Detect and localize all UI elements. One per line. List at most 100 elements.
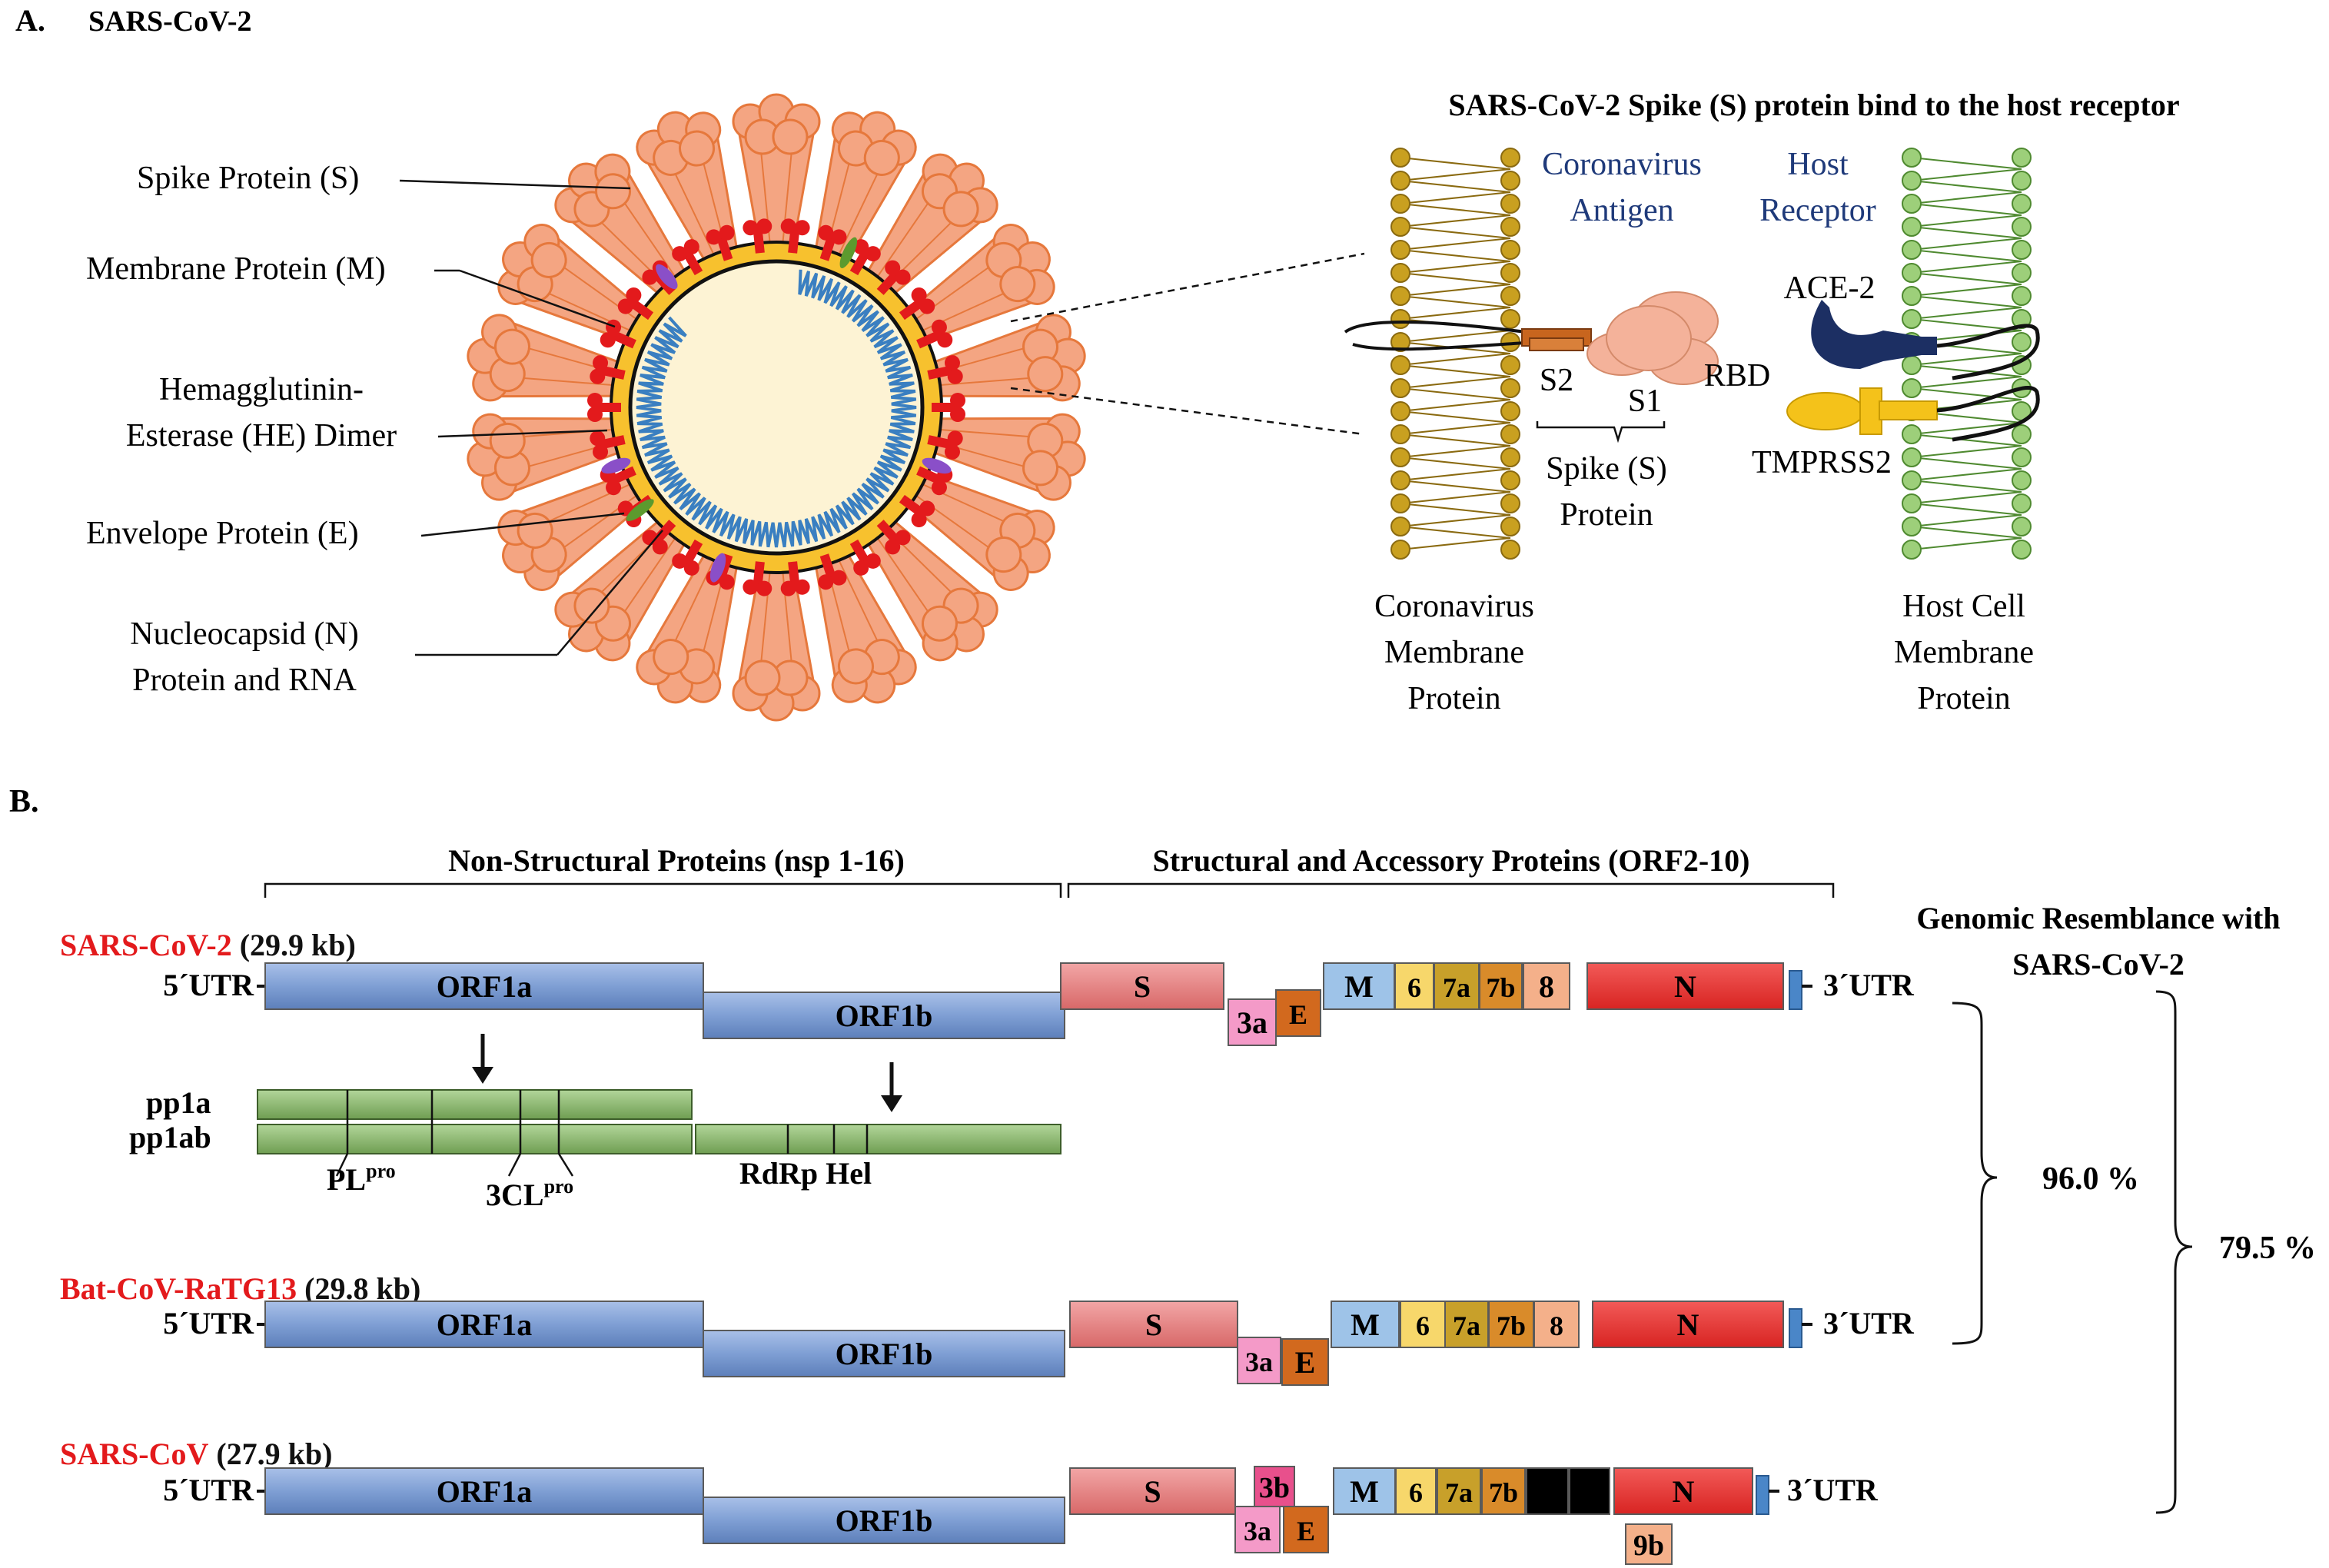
polyproteins xyxy=(257,1034,1062,1177)
structural-header: Structural and Accessory Proteins (ORF2-… xyxy=(1153,843,1750,878)
spike-protein-line2: Protein xyxy=(1560,497,1653,533)
membrane-protein xyxy=(743,561,772,596)
sarscov-orf1b xyxy=(703,1497,1065,1544)
membrane-protein xyxy=(876,520,911,555)
panel-a-label: A. xyxy=(15,3,45,38)
ratg13-gene-8-label: 8 xyxy=(1550,1311,1563,1341)
he-dimer xyxy=(601,457,631,474)
membrane-protein xyxy=(876,260,911,295)
spike-protein xyxy=(732,93,821,247)
membrane-protein xyxy=(587,393,621,422)
tmprss2-label: TMPRSS2 xyxy=(1752,445,1892,480)
zoom-lines xyxy=(1010,252,1365,436)
cv-membrane-line3: Protein xyxy=(1407,681,1500,716)
membrane-protein xyxy=(600,319,636,349)
spike-protein xyxy=(732,567,821,722)
antigen-line1: Coronavirus xyxy=(1542,147,1702,182)
ratg13-gene-S xyxy=(1069,1301,1238,1348)
tmprss2-head xyxy=(1786,392,1865,430)
membrane-protein xyxy=(590,430,626,460)
ratg13-gene-3a xyxy=(1237,1337,1281,1384)
membrane-protein xyxy=(818,553,847,590)
pp1ab-label: pp1ab xyxy=(129,1120,211,1154)
spike-brace xyxy=(1536,421,1666,443)
viral-rna xyxy=(636,269,917,548)
genome-name-ratg13: Bat-CoV-RaTG13(29.8 kb) xyxy=(60,1271,420,1306)
resemblance-line2: SARS-CoV-2 xyxy=(2012,947,2184,982)
label-spike-protein: Spike Protein (S) xyxy=(137,161,359,196)
binding-title: SARS-CoV-2 Spike (S) protein bind to the… xyxy=(1448,88,2179,122)
sarscov2-end-box xyxy=(1789,970,1802,1010)
envelope-protein xyxy=(839,237,858,268)
genome-name-sarscov: SARS-CoV(27.9 kb) xyxy=(60,1437,333,1471)
ratg13-5utr: 5´UTR xyxy=(163,1306,254,1340)
sarscov-gene-N-label: N xyxy=(1673,1474,1695,1509)
ratg13-gene-3a-label: 3a xyxy=(1245,1347,1273,1377)
sarscov2-gene-7b-label: 7b xyxy=(1486,972,1515,1003)
membrane-protein xyxy=(743,218,772,254)
sarscov-3utr: 3´UTR xyxy=(1787,1473,1879,1507)
cv-membrane-line1: Coronavirus xyxy=(1374,589,1534,624)
label-envelope-protein: Envelope Protein (E) xyxy=(86,516,359,551)
sarscov-5utr: 5´UTR xyxy=(163,1473,254,1507)
ratg13-gene-M-label: M xyxy=(1351,1307,1380,1342)
tmprss2-neck xyxy=(1859,387,1882,435)
sarscov2-3utr: 3´UTR xyxy=(1823,968,1915,1002)
spike-protein-line1: Spike (S) xyxy=(1546,451,1667,487)
resemblance-line1: Genomic Resemblance with xyxy=(1916,901,2280,935)
sarscov2-gene-N-label: N xyxy=(1674,969,1696,1004)
sarscov-gene-3a xyxy=(1234,1506,1281,1553)
sarscov2-orf1a-label: ORF1a xyxy=(437,969,532,1004)
sarscov-gene-6-label: 6 xyxy=(1409,1477,1423,1508)
sarscov2-gene-N xyxy=(1586,962,1784,1010)
ratg13-gene-E-label: E xyxy=(1295,1345,1316,1380)
rdrp-hel-label: RdRp Hel xyxy=(739,1156,872,1191)
sarscov2-gene-M-label: M xyxy=(1344,969,1374,1004)
sarscov2-gene-6 xyxy=(1394,962,1434,1010)
ratg13-gene-S-label: S xyxy=(1145,1307,1162,1342)
pct-sarscov: 79.5 % xyxy=(2219,1231,2316,1266)
nsp-header: Non-Structural Proteins (nsp 1-16) xyxy=(448,843,905,878)
ratg13-gene-M xyxy=(1331,1301,1400,1348)
sarscov-orf1a xyxy=(264,1467,704,1515)
pp1a-bar xyxy=(257,1089,693,1120)
panel-b-label: B. xyxy=(9,784,39,819)
ace2-receptor xyxy=(1811,300,1922,369)
rbd-label: RBD xyxy=(1704,358,1770,394)
he-dimer xyxy=(656,264,678,290)
ratg13-gene-8 xyxy=(1533,1301,1580,1348)
ace2-stem xyxy=(1906,337,1937,355)
ratg13-gene-N xyxy=(1592,1301,1784,1348)
membrane-protein xyxy=(916,319,953,349)
sarscov-gene-N xyxy=(1613,1467,1753,1515)
panel-a-title: SARS-CoV-2 xyxy=(88,5,252,38)
spike-protein xyxy=(814,111,917,264)
spike-protein xyxy=(905,472,1055,591)
pp1ab-bar-right xyxy=(695,1124,1062,1154)
sarscov-gene-S xyxy=(1069,1467,1236,1515)
ratg13-orf1b-label: ORF1b xyxy=(836,1337,933,1371)
ratg13-orf1a-label: ORF1a xyxy=(437,1307,532,1342)
sarscov2-gene-S-label: S xyxy=(1134,969,1151,1004)
membrane-protein xyxy=(927,355,963,384)
membrane-protein xyxy=(849,539,881,576)
receptor-line2: Receptor xyxy=(1759,193,1876,228)
sarscov-gene-8a-label: 8a xyxy=(1533,1477,1561,1508)
sarscov2-gene-E-label: E xyxy=(1289,999,1307,1030)
membrane-protein xyxy=(899,494,935,527)
membrane-protein xyxy=(927,430,963,460)
label-nucleocapsid-line2: Protein and RNA xyxy=(132,663,357,698)
membrane-protein xyxy=(590,355,626,384)
spike-receptor-complex xyxy=(1344,291,2040,443)
ratg13-gene-6-label: 6 xyxy=(1416,1311,1430,1341)
sarscov-gene-7b xyxy=(1481,1467,1526,1515)
membrane-protein xyxy=(672,239,703,276)
sarscov2-gene-6-label: 6 xyxy=(1407,972,1421,1003)
he-dimer xyxy=(709,553,726,583)
membrane-protein xyxy=(932,393,965,422)
sarscov2-gene-7a-label: 7a xyxy=(1443,972,1470,1003)
sarscov-gene-3a-label: 3a xyxy=(1244,1516,1271,1546)
ratg13-orf1b xyxy=(703,1330,1065,1377)
